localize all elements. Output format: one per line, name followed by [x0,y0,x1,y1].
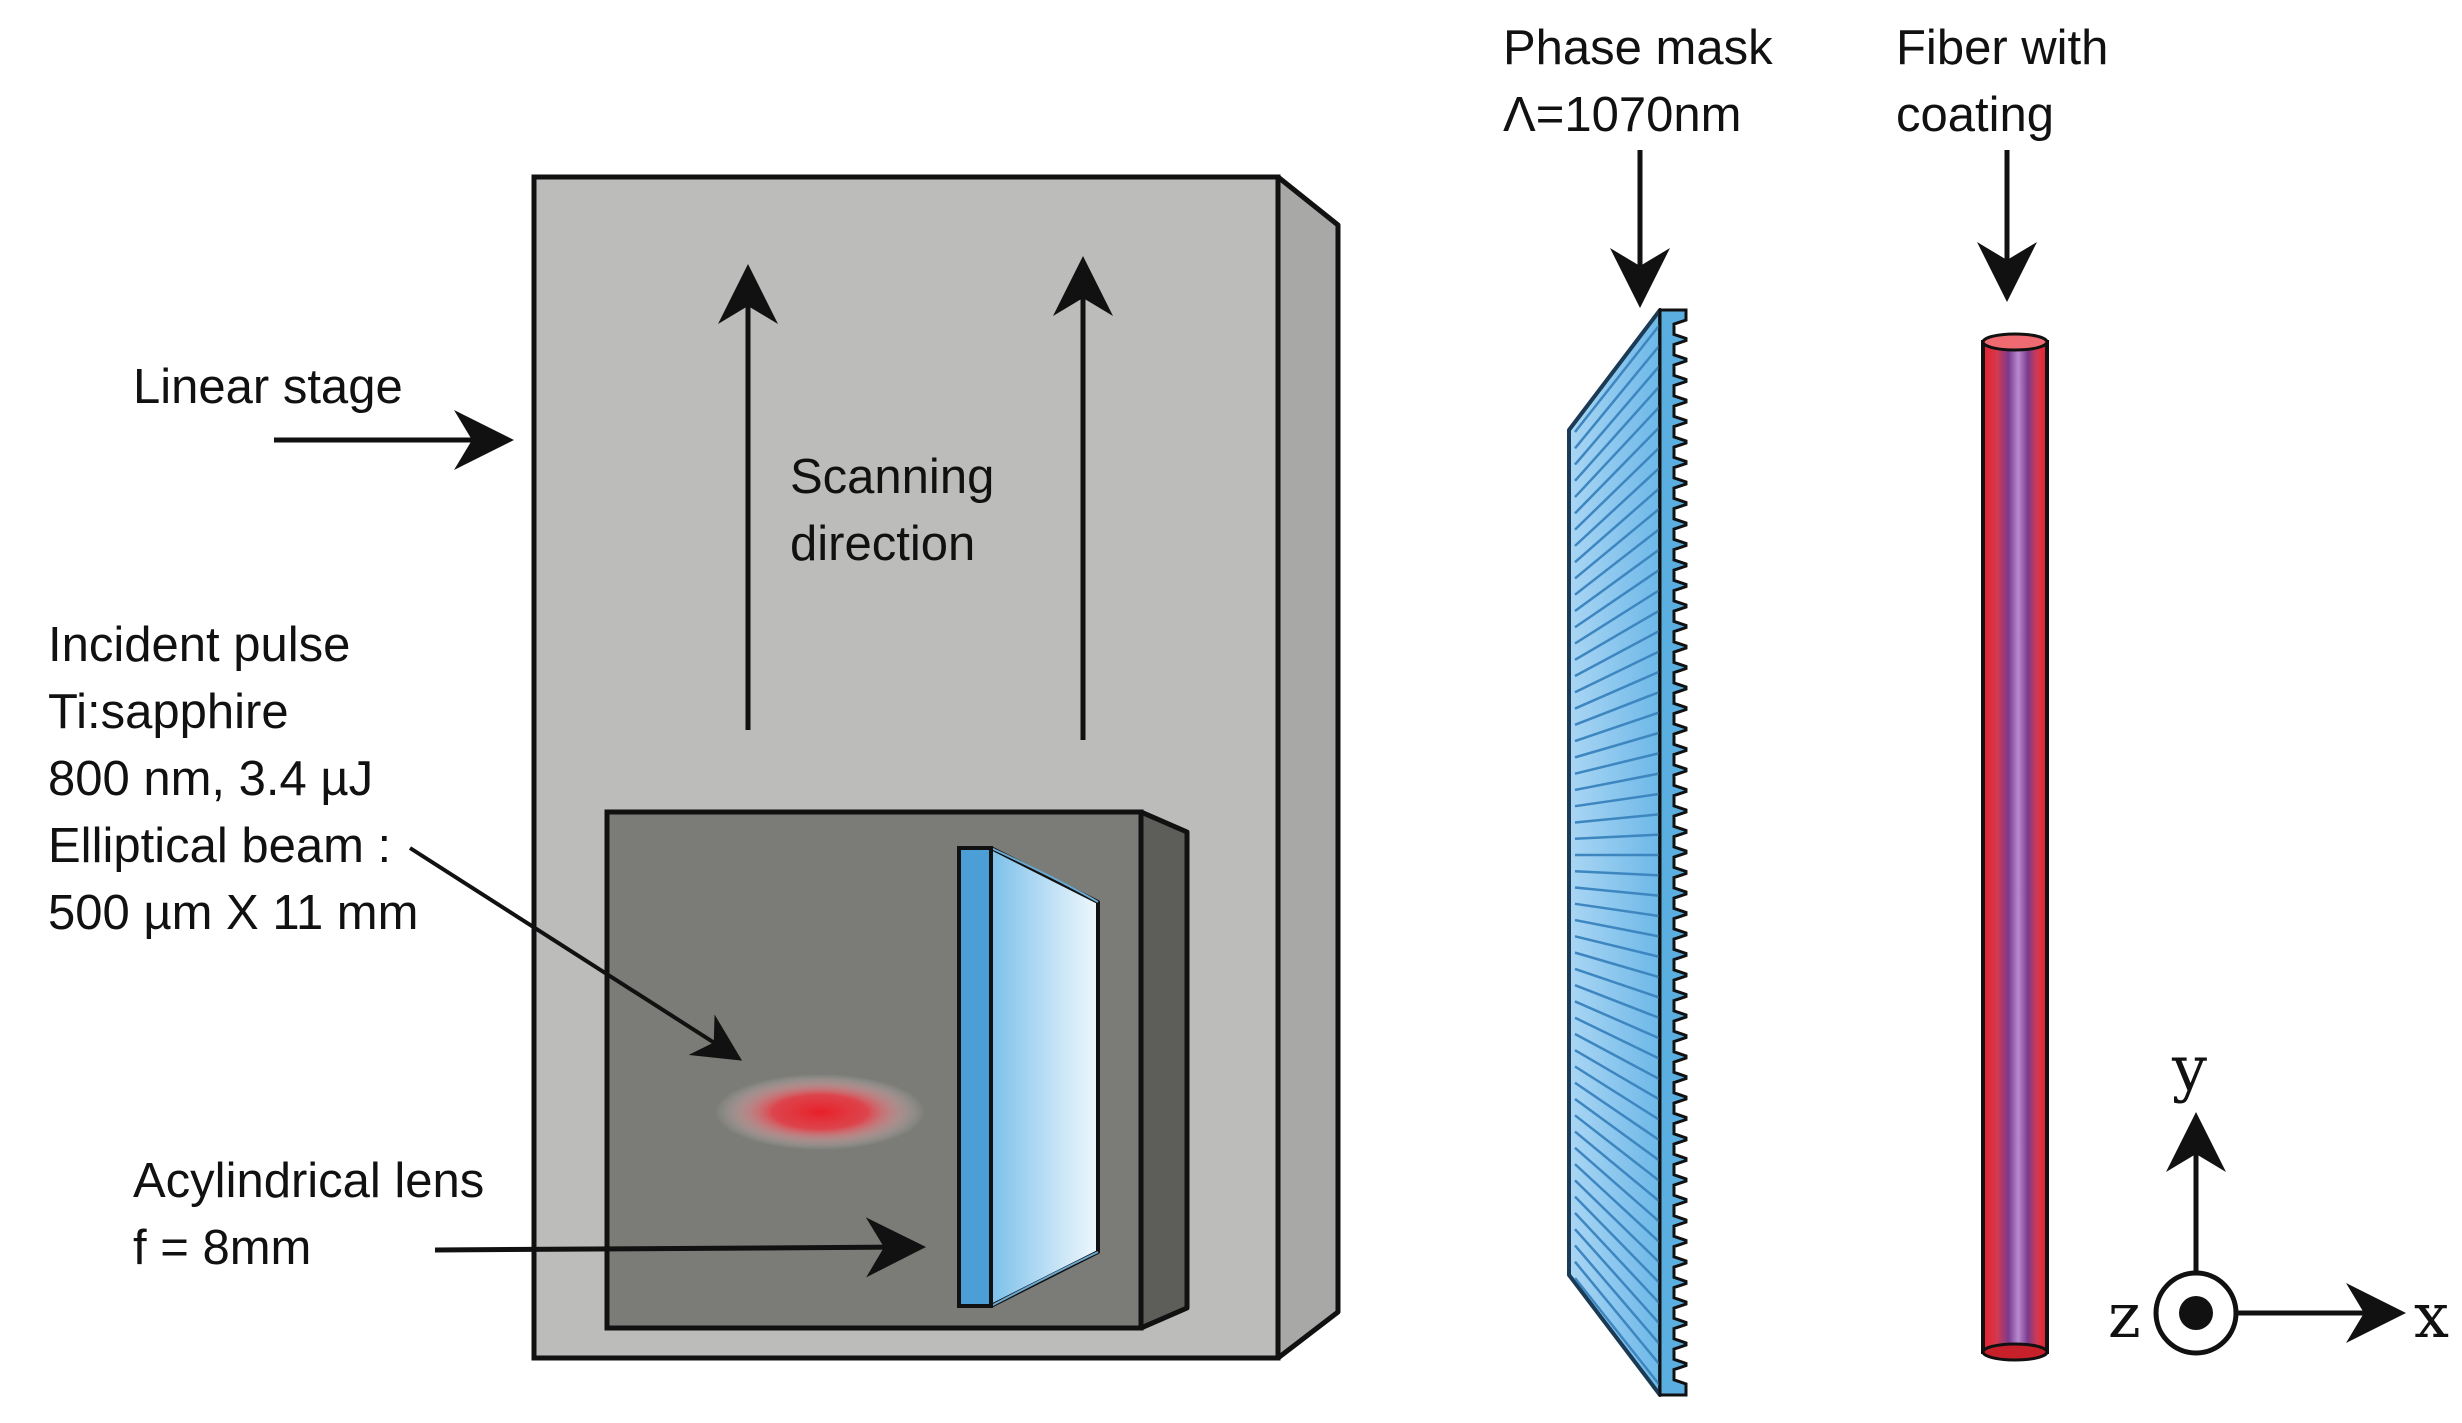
grating-line [1574,792,1663,808]
scanning-direction-label: Scanning direction [790,450,1008,571]
grating-line [1574,751,1663,775]
grating-line [1574,505,1663,580]
grating-line [1574,1179,1663,1266]
beam-spot-icon [715,1074,925,1150]
grating-line [1574,886,1663,898]
grating-line [1574,951,1663,980]
grating-line [1574,669,1663,710]
grating-line [1574,607,1663,661]
grating-line [1574,1212,1663,1307]
grating-line [1574,771,1663,792]
incident-pulse-arrow-icon [408,846,743,1061]
grating-line [1574,1081,1663,1144]
acylindrical-lens [957,846,1100,1308]
grating-line [1574,1228,1663,1328]
phase-mask [1567,308,1688,1397]
grating-line [1574,935,1663,959]
coordinate-axes-icon [2153,1112,2406,1356]
grating-line [1574,902,1663,918]
grating-line [1574,1244,1663,1348]
grating-line [1574,1114,1663,1184]
axis-x-label: x [2414,1279,2449,1352]
grating-line [1574,1146,1663,1225]
grating-line [1574,833,1663,840]
grating-line [1574,526,1663,596]
grating-line [1574,485,1663,564]
grating-line [1574,967,1663,1000]
grating-line [1574,566,1663,629]
lens-label: Acylindrical lens f = 8mm [133,1154,498,1275]
lens-arrow-icon [434,1217,926,1278]
grating-line [1574,1098,1663,1164]
grating-line [1574,730,1663,759]
grating-line [1574,403,1663,498]
axis-z-label: z [2108,1279,2141,1352]
linear-stage-label: Linear stage [133,360,403,414]
fiber-label: Fiber with coating [1896,21,2122,142]
grating-line [1574,1195,1663,1287]
grating-line [1574,341,1663,450]
incident-pulse-label: Incident pulse Ti:sapphire 800 nm, 3.4 µ… [48,618,418,940]
grating-line [1574,918,1663,939]
grating-line [1574,444,1663,531]
grating-line [1574,546,1663,612]
grating-line [1574,812,1663,824]
grating-line [1574,1277,1663,1389]
grating-line [1574,1000,1663,1041]
axis-y-label: y [2171,1032,2207,1105]
grating-line [1574,710,1663,743]
fiber-with-coating [1981,332,2049,1362]
grating-line [1574,1032,1663,1082]
grating-line [1574,321,1663,433]
grating-line [1574,1130,1663,1205]
grating-line [1574,1260,1663,1369]
grating-line [1574,689,1663,727]
grating-line [1574,648,1663,694]
grating-line [1574,628,1663,678]
grating-line [1574,983,1663,1021]
grating-line [1574,1016,1663,1062]
phase-mask-label: Phase mask Λ=1070nm [1503,21,1786,142]
grating-line [1574,1163,1663,1246]
grating-line [1574,1065,1663,1123]
grating-line [1574,1049,1663,1103]
grating-line [1574,362,1663,466]
grating-line [1574,464,1663,547]
grating-line [1574,423,1663,515]
grating-line [1574,587,1663,645]
grating-line [1574,870,1663,877]
grating-line [1574,382,1663,482]
